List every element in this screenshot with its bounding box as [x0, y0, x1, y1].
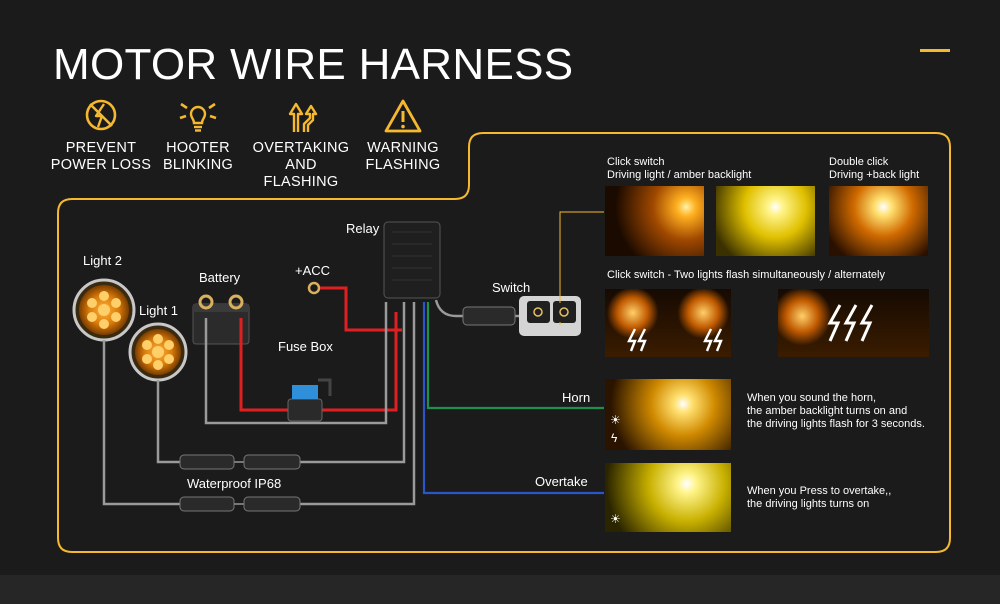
waterproof-connector-lower [179, 496, 301, 512]
feature-label-line1: OVERTAKING [252, 140, 350, 156]
lightning-flash-icon [827, 304, 874, 342]
waterproof-connector-upper [179, 454, 301, 470]
accent-dash [920, 49, 950, 52]
light-2-label: Light 2 [83, 253, 123, 268]
hooter-bulb-icon [179, 102, 217, 132]
lightning-icon: ϟ [611, 431, 618, 445]
acc-label: +ACC [295, 263, 331, 278]
lightning-flash-icon [627, 328, 723, 352]
page-title: MOTOR WIRE HARNESS [53, 40, 574, 89]
overtake-description: When you Press to overtake,, the driving… [747, 485, 892, 510]
panel-horn: ☀ ϟ [605, 379, 731, 450]
switch-unit [462, 296, 581, 336]
warning-triangle-icon [384, 99, 422, 133]
feature-warning-flashing: WARNING FLASHING [348, 98, 458, 174]
switch-pointer-line [559, 211, 604, 303]
fuse-box-label: Fuse Box [278, 339, 333, 354]
panel-driving-light [716, 186, 815, 256]
wire-relay-light1 [300, 302, 406, 464]
wire-light1 [156, 380, 180, 464]
wire-light2 [102, 340, 180, 506]
wire-blue-overtake [422, 302, 604, 495]
bottom-band [0, 575, 1000, 604]
overtake-label: Overtake [535, 474, 588, 489]
flash-caption: Click switch - Two lights flash simultan… [607, 269, 885, 281]
feature-hooter-blinking: HOOTER BLINKING [143, 98, 253, 174]
light-1-lamp [128, 322, 188, 382]
panel-overtake: ☀ [605, 463, 731, 532]
acc-terminal [307, 281, 321, 295]
overtake-arrows-icon [288, 102, 318, 132]
feature-overtaking-flashing: OVERTAKING AND FLASHING [246, 98, 356, 191]
panel-amber-backlight [605, 186, 704, 256]
relay-unit [383, 221, 441, 299]
light-2-lamp [72, 278, 136, 342]
feature-label-line1: WARNING [367, 140, 439, 156]
fuse-box-unit [287, 378, 332, 422]
relay-label: Relay [346, 221, 380, 236]
horn-description: When you sound the horn, the amber backl… [747, 392, 925, 430]
feature-label-line2: BLINKING [162, 157, 234, 173]
feature-label-line1: PREVENT [65, 140, 137, 156]
wire-relay-switch [434, 299, 520, 318]
wire-green-horn [426, 302, 604, 410]
frame-outline [57, 132, 951, 553]
click-switch-title: Click switch [607, 156, 665, 168]
horn-label: Horn [562, 390, 591, 405]
wire-red-fuse [322, 312, 398, 412]
battery-label: Battery [199, 270, 241, 285]
wire-relay-light2 [300, 302, 416, 506]
wire-ground [204, 302, 388, 425]
wire-red-battery [239, 318, 288, 412]
panel-flash-simultaneous [605, 289, 731, 357]
switch-label: Switch [492, 280, 531, 295]
panel-flash-alternate [778, 289, 929, 357]
panel-driving-back-light [829, 186, 928, 256]
feature-label-line1: HOOTER [166, 140, 230, 156]
wire-red [320, 286, 402, 332]
sun-icon: ☀ [610, 512, 621, 526]
light-1-label: Light 1 [139, 303, 179, 318]
feature-label-line2: AND FLASHING [263, 157, 339, 190]
sun-icon: ☀ [610, 413, 621, 427]
double-click-title: Double click [829, 156, 889, 168]
feature-prevent-power-loss: PREVENT POWER LOSS [46, 98, 156, 174]
click-switch-subtitle: Driving light / amber backlight [607, 169, 752, 181]
feature-label-line2: POWER LOSS [50, 157, 152, 173]
feature-label-line2: FLASHING [365, 157, 441, 173]
power-loss-icon [85, 99, 117, 131]
double-click-subtitle: Driving +back light [829, 169, 920, 181]
waterproof-label: Waterproof IP68 [187, 476, 282, 491]
